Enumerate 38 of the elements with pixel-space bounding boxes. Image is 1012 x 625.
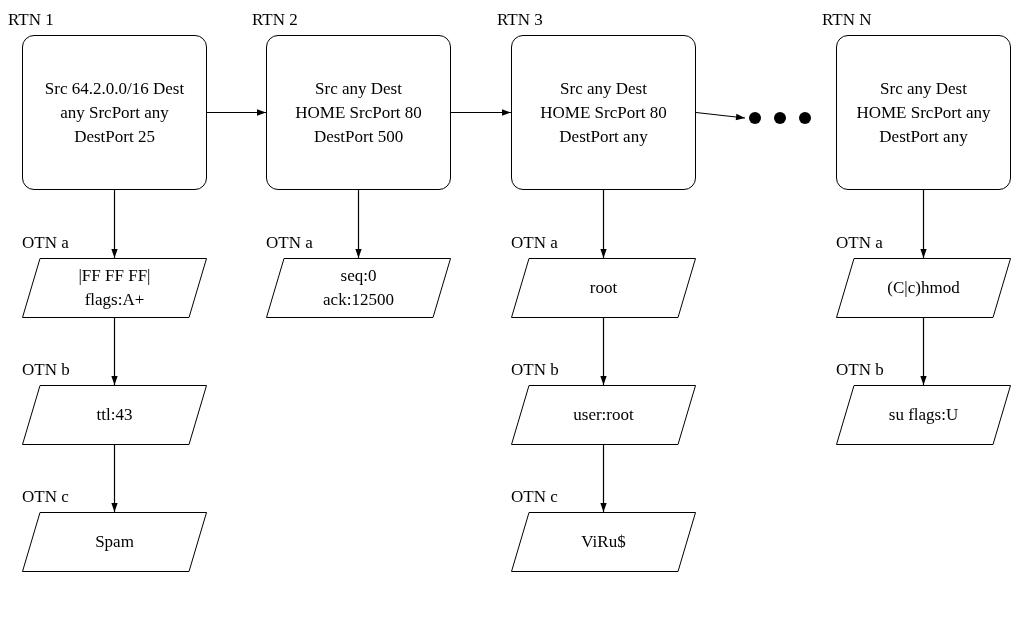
arrow xyxy=(450,109,512,116)
rule-header-label: RTN 3 xyxy=(497,9,543,31)
arrow xyxy=(111,317,118,386)
option-header-label: OTN a xyxy=(511,232,558,254)
option-header-label: OTN b xyxy=(22,359,70,381)
option-text: ViRu$ xyxy=(581,531,626,553)
option-header-label: OTN a xyxy=(836,232,883,254)
option-header-label: OTN b xyxy=(511,359,559,381)
option-text: su flags:U xyxy=(888,404,959,426)
option-text: Spam xyxy=(95,531,134,553)
rule-text: Src any Dest HOME SrcPort any DestPort any xyxy=(855,77,992,148)
arrow xyxy=(600,189,607,259)
option-text: seq:0 ack:12500 xyxy=(322,265,395,311)
rule-text: Src any Dest HOME SrcPort 80 DestPort 500 xyxy=(294,77,423,148)
option-header-label: OTN c xyxy=(511,486,558,508)
option-header-label: OTN a xyxy=(22,232,69,254)
arrow xyxy=(695,111,746,121)
option-text: ttl:43 xyxy=(96,404,133,426)
option-header-label: OTN a xyxy=(266,232,313,254)
arrow xyxy=(920,189,927,259)
rule-header-label: RTN N xyxy=(822,9,872,31)
option-text: root xyxy=(589,277,618,299)
option-header-label: OTN c xyxy=(22,486,69,508)
arrow xyxy=(600,317,607,386)
option-header-label: OTN b xyxy=(836,359,884,381)
rule-header-label: RTN 2 xyxy=(252,9,298,31)
arrow xyxy=(111,189,118,259)
arrow xyxy=(355,189,362,259)
rule-text: Src 64.2.0.0/16 Dest any SrcPort any DestPort 25 xyxy=(44,77,185,148)
arrow xyxy=(920,317,927,386)
arrow xyxy=(600,444,607,513)
rule-text: Src any Dest HOME SrcPort 80 DestPort any xyxy=(539,77,668,148)
option-text: user:root xyxy=(573,404,634,426)
rule-header-label: RTN 1 xyxy=(8,9,54,31)
arrow xyxy=(111,444,118,513)
arrow xyxy=(206,109,267,116)
option-text: |FF FF FF| flags:A+ xyxy=(77,265,152,311)
option-text: (C|c)hmod xyxy=(887,277,960,299)
